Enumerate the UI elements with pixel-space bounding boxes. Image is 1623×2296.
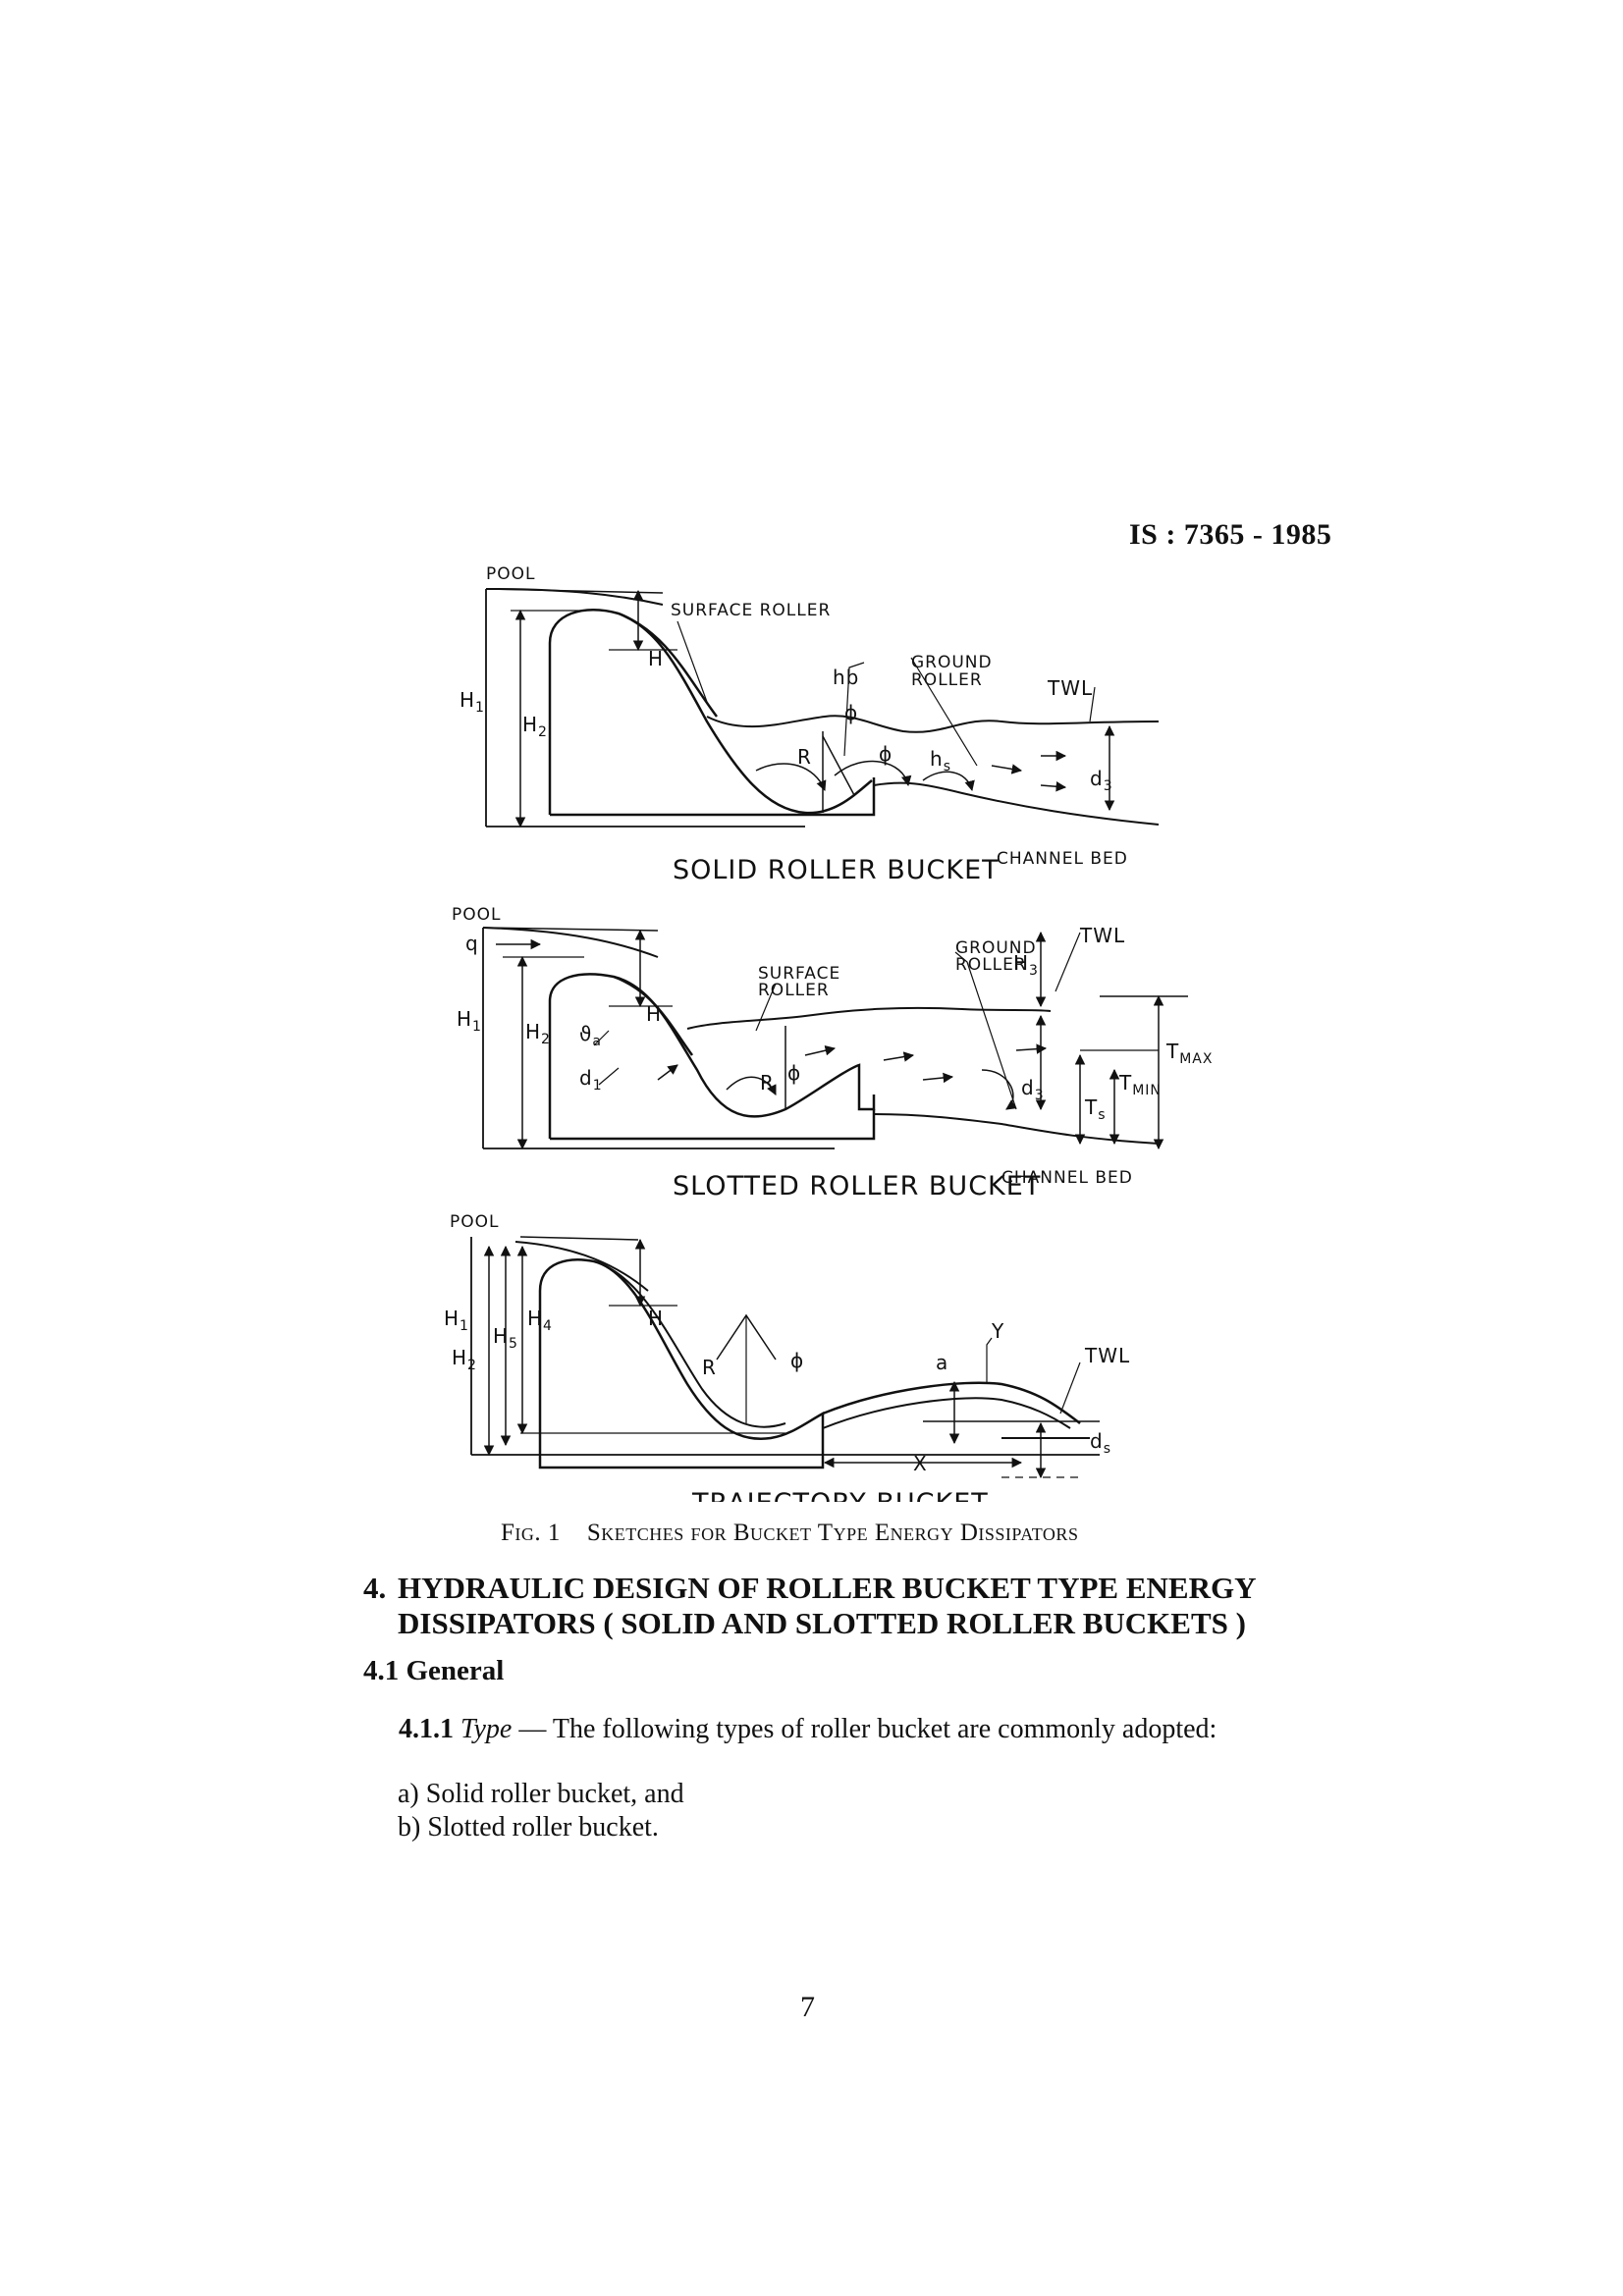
slotted-va-label: ϑa xyxy=(579,1022,602,1049)
slotted-d1-label: d1 xyxy=(579,1066,603,1094)
section-heading: 4. HYDRAULIC DESIGN OF ROLLER BUCKET TYPE… xyxy=(363,1571,1306,1641)
solid-phi2-label: ϕ xyxy=(879,742,893,766)
trajectory-caption: TRAJECTORY BUCKET xyxy=(691,1488,989,1502)
list-marker: a) xyxy=(398,1779,419,1809)
solid-ground-roller-label-2: ROLLER xyxy=(911,670,983,690)
trajectory-h2-label: H2 xyxy=(452,1346,477,1373)
solid-twl-label: TWL xyxy=(1047,676,1093,700)
trajectory-y-label: Y xyxy=(991,1319,1004,1343)
slotted-d3-label: d3 xyxy=(1021,1076,1045,1103)
slotted-h-label: H xyxy=(646,1002,662,1026)
slotted-pool-label: POOL xyxy=(452,905,501,925)
section-title-line-1: HYDRAULIC DESIGN OF ROLLER BUCKET TYPE E… xyxy=(398,1571,1257,1605)
page-number: 7 xyxy=(800,1991,815,2023)
solid-roller-bucket-sketch xyxy=(485,588,1160,828)
slotted-channel-bed-label: CHANNEL BED xyxy=(1001,1168,1133,1188)
figure-number: Fig. 1 xyxy=(501,1520,561,1546)
section-title-line-2: DISSIPATORS ( SOLID AND SLOTTED ROLLER B… xyxy=(398,1606,1246,1640)
list-text: Slotted roller bucket. xyxy=(427,1812,659,1842)
slotted-twl-label: TWL xyxy=(1079,924,1125,947)
trajectory-x-label: X xyxy=(913,1452,928,1475)
slotted-phi-label: ϕ xyxy=(787,1061,801,1085)
clause-text: The following types of roller bucket are… xyxy=(552,1714,1217,1744)
slotted-ts-label: Ts xyxy=(1084,1095,1107,1123)
trajectory-a-label: a xyxy=(936,1351,948,1374)
solid-h1-label: H1 xyxy=(460,688,485,716)
section-number: 4. xyxy=(363,1571,387,1605)
solid-surface-roller-label: SURFACE ROLLER xyxy=(671,601,831,620)
slotted-q-label: q xyxy=(465,932,479,955)
slotted-tmax-label: TMAX xyxy=(1165,1040,1213,1067)
solid-h-label: H xyxy=(648,647,664,670)
trajectory-bucket-sketch xyxy=(470,1236,1100,1479)
slotted-caption: SLOTTED ROLLER BUCKET xyxy=(673,1171,1041,1201)
clause-dash: — xyxy=(512,1714,553,1744)
trajectory-h1-label: H1 xyxy=(444,1307,469,1334)
clause-paragraph: 4.1.1 Type — The following types of roll… xyxy=(363,1713,1276,1746)
trajectory-twl-label: TWL xyxy=(1084,1344,1130,1367)
bucket-sketches-figure: POOL SURFACE ROLLER GROUND ROLLER TWL H … xyxy=(444,564,1213,1502)
trajectory-h-label: H xyxy=(648,1307,664,1330)
solid-h2-label: H2 xyxy=(522,713,548,740)
trajectory-h5-label: H5 xyxy=(493,1324,518,1352)
trajectory-h4-label: H4 xyxy=(527,1307,553,1334)
slotted-h3-label: H3 xyxy=(1013,951,1039,979)
slotted-ground-roller-label-2: ROLLER xyxy=(955,955,1027,975)
trajectory-ds-label: ds xyxy=(1090,1429,1111,1457)
figure-caption: Fig. 1 Sketches for Bucket Type Energy D… xyxy=(501,1520,1078,1547)
slotted-tmin-label: TMIN xyxy=(1118,1071,1162,1098)
solid-hb-label: hb xyxy=(833,666,859,689)
trajectory-r-label: R xyxy=(702,1356,717,1379)
list-marker: b) xyxy=(398,1812,421,1842)
figure-title: Sketches for Bucket Type Energy Dissipat… xyxy=(586,1520,1079,1546)
list-item: a) Solid roller bucket, and xyxy=(398,1779,684,1810)
solid-pool-label: POOL xyxy=(486,564,535,584)
slotted-h2-label: H2 xyxy=(525,1020,551,1047)
slotted-r-label: R xyxy=(760,1071,775,1095)
slotted-ground-roller-label-1: GROUND xyxy=(955,938,1037,958)
solid-r-label: R xyxy=(797,745,812,769)
solid-d3-label: d3 xyxy=(1090,767,1113,794)
slotted-surface-roller-label-2: ROLLER xyxy=(758,981,830,1000)
solid-caption: SOLID ROLLER BUCKET xyxy=(673,855,1000,885)
list-item: b) Slotted roller bucket. xyxy=(398,1812,659,1843)
solid-phi-label: ϕ xyxy=(844,701,858,724)
slotted-roller-bucket-sketch xyxy=(482,927,1188,1150)
list-text: Solid roller bucket, and xyxy=(425,1779,684,1809)
clause-title: Type xyxy=(460,1714,513,1744)
solid-ground-roller-label-1: GROUND xyxy=(911,653,993,672)
subsection-heading: 4.1 General xyxy=(363,1655,505,1686)
trajectory-phi-label: ϕ xyxy=(790,1349,804,1372)
solid-channel-bed-label: CHANNEL BED xyxy=(997,849,1128,869)
slotted-h1-label: H1 xyxy=(457,1007,482,1035)
trajectory-pool-label: POOL xyxy=(450,1212,499,1232)
clause-number: 4.1.1 xyxy=(399,1714,454,1744)
solid-hs-label: hs xyxy=(930,747,951,774)
standard-number: IS : 7365 - 1985 xyxy=(1129,518,1332,551)
slotted-surface-roller-label-1: SURFACE xyxy=(758,964,840,984)
